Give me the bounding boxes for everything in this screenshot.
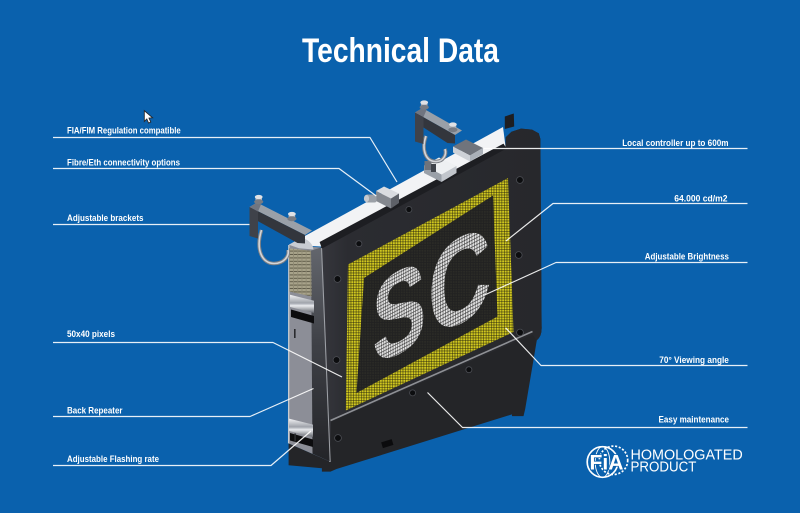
- svg-text:Adjustable brackets: Adjustable brackets: [67, 213, 144, 223]
- svg-text:Adjustable Brightness: Adjustable Brightness: [645, 251, 729, 261]
- svg-text:50x40 pixels: 50x40 pixels: [67, 329, 115, 339]
- svg-text:PRODUCT: PRODUCT: [631, 459, 697, 475]
- svg-text:64.000 cd/m2: 64.000 cd/m2: [674, 193, 727, 203]
- svg-text:Easy maintenance: Easy maintenance: [659, 415, 730, 425]
- svg-text:Local controller up to 600m: Local controller up to 600m: [622, 138, 728, 148]
- svg-text:Back Repeater: Back Repeater: [67, 405, 123, 415]
- svg-text:Adjustable Flashing rate: Adjustable Flashing rate: [67, 454, 159, 464]
- svg-text:HOMOLOGATED: HOMOLOGATED: [631, 447, 743, 463]
- svg-text:FiA: FiA: [590, 450, 624, 474]
- svg-text:S: S: [371, 233, 427, 393]
- svg-text:FIA/FIM Regulation compatible: FIA/FIM Regulation compatible: [67, 126, 181, 136]
- svg-text:70° Viewing angle: 70° Viewing angle: [659, 355, 729, 365]
- svg-text:Fibre/Eth connectivity options: Fibre/Eth connectivity options: [67, 158, 180, 168]
- svg-text:C: C: [427, 195, 492, 366]
- svg-text:Technical Data: Technical Data: [302, 32, 500, 70]
